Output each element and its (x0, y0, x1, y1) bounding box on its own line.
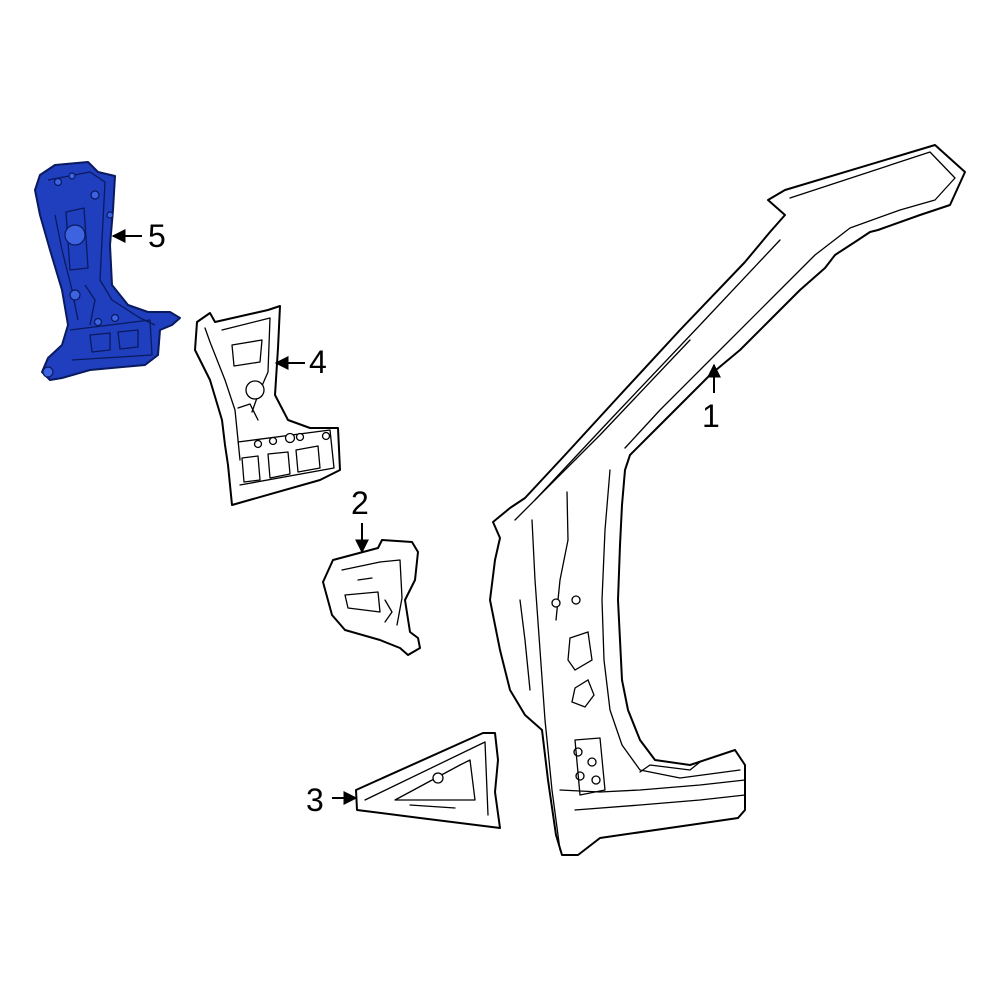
callout-1: 1 (702, 398, 720, 434)
part-3-gusset[interactable] (355, 732, 501, 829)
part-5-highlighted-panel[interactable] (34, 161, 181, 381)
callout-2: 2 (351, 485, 369, 521)
callout-labels: 1 2 3 4 5 (148, 218, 720, 818)
part-1-pillar[interactable] (489, 144, 966, 856)
leader-lines (111, 229, 721, 805)
callout-4: 4 (309, 344, 327, 380)
callout-5: 5 (148, 218, 166, 254)
part-4-reinforcement[interactable] (194, 305, 341, 506)
callout-3: 3 (306, 782, 324, 818)
part-2-bracket[interactable] (322, 539, 421, 656)
